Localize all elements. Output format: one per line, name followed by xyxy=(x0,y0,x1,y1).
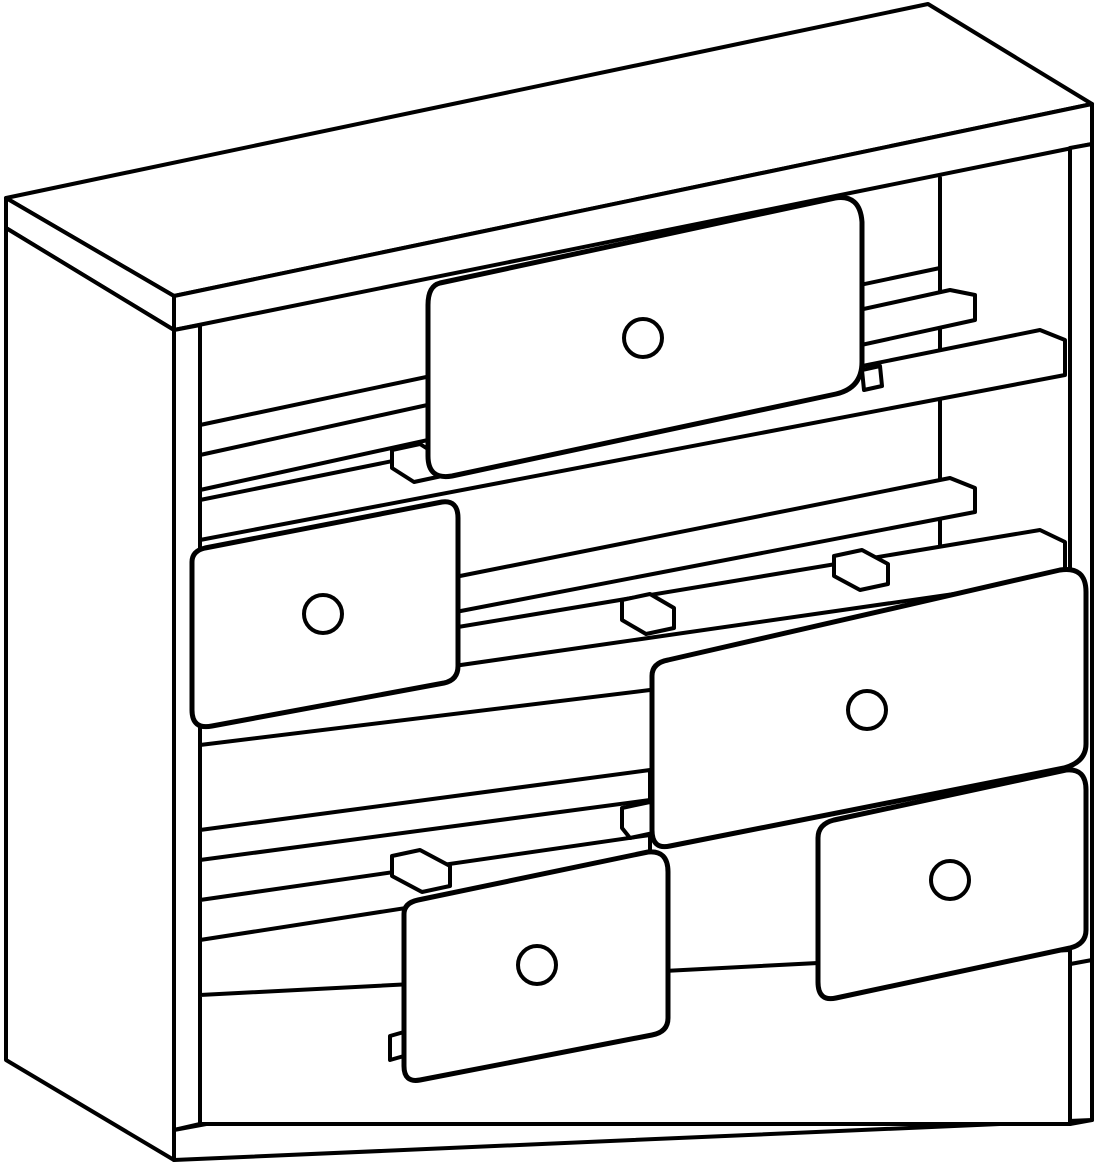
runner-block xyxy=(390,848,452,894)
drawers xyxy=(189,195,1089,1083)
runner-block xyxy=(620,592,676,636)
runner-block xyxy=(832,548,890,592)
circle-knob-icon xyxy=(516,944,558,986)
circle-knob-icon xyxy=(929,859,971,901)
left-side-panel xyxy=(4,226,176,1162)
circle-knob-icon xyxy=(302,593,344,635)
runner-rails-middle xyxy=(438,476,1067,670)
left-panel-front-edge xyxy=(172,323,202,1132)
inner-back-line-middle xyxy=(198,688,652,747)
runner-block xyxy=(860,364,884,392)
circle-knob-icon xyxy=(622,317,664,359)
circle-knob-icon xyxy=(846,689,888,731)
